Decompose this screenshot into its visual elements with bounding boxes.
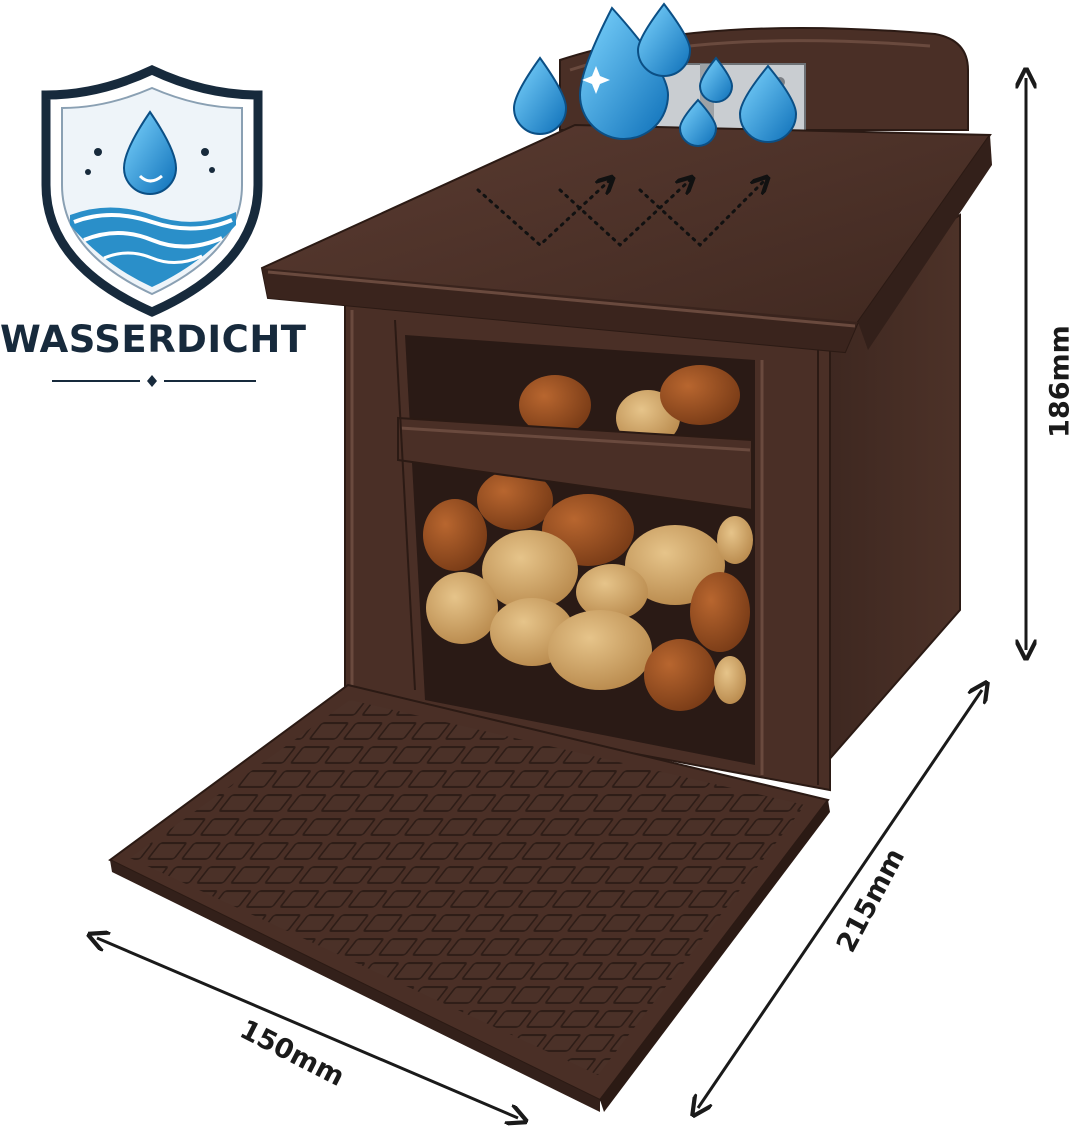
badge-label: WASSERDICHT bbox=[0, 318, 307, 361]
feeder-box bbox=[108, 26, 992, 1112]
badge-divider bbox=[52, 375, 256, 387]
nuts bbox=[423, 365, 753, 711]
dimension-height-label: 186mm bbox=[1044, 325, 1076, 438]
dotted-airflow-arrows-icon bbox=[476, 180, 765, 248]
shield-water-drop-icon bbox=[41, 65, 263, 317]
dimension-arrow-width bbox=[97, 938, 518, 1118]
water-drops-icon bbox=[512, 2, 798, 147]
dimension-arrow-depth bbox=[698, 690, 982, 1108]
